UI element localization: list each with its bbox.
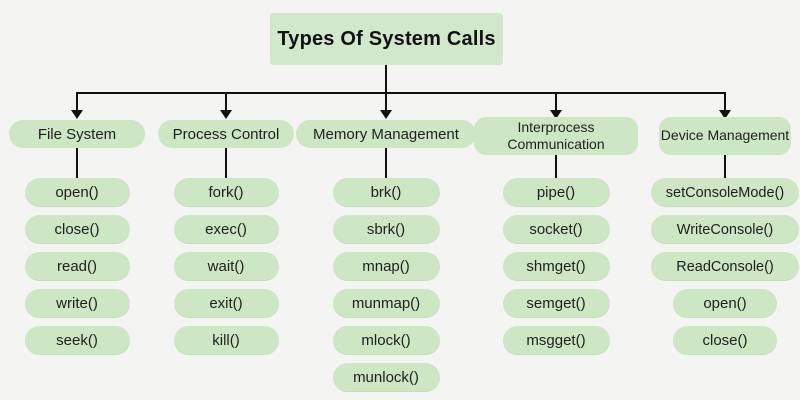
column-device-management: Device Management setConsoleMode() Write…: [645, 117, 800, 363]
syscall-pill: semget(): [502, 289, 610, 318]
category-interprocess-communication: Interprocess Communication: [474, 117, 638, 155]
column-file-system: File System open() close() read() write(…: [7, 120, 147, 363]
syscall-pill: close(): [24, 215, 130, 244]
syscall-pill: read(): [24, 252, 130, 281]
syscall-pill: exit(): [173, 289, 279, 318]
syscall-pill: write(): [24, 289, 130, 318]
syscall-pill: munlock(): [332, 363, 440, 392]
column-memory-management: Memory Management brk() sbrk() mnap() mu…: [291, 120, 481, 400]
syscall-pill: shmget(): [502, 252, 610, 281]
category-process-control: Process Control: [158, 120, 294, 148]
syscall-pill: ReadConsole(): [651, 252, 799, 281]
arrowhead-icon: [71, 110, 83, 119]
arrowhead-icon: [719, 110, 731, 119]
syscall-pill: setConsoleMode(): [651, 178, 799, 207]
syscall-pill: msgget(): [502, 326, 610, 355]
syscall-pill: WriteConsole(): [651, 215, 799, 244]
diagram-title-box: Types Of System Calls: [270, 13, 503, 65]
column-interprocess-communication: Interprocess Communication pipe() socket…: [471, 117, 641, 363]
arrowhead-icon: [220, 110, 232, 119]
syscall-pill: close(): [673, 326, 777, 355]
category-device-management: Device Management: [659, 117, 791, 155]
syscall-pill: wait(): [173, 252, 279, 281]
category-file-system: File System: [9, 120, 145, 148]
syscall-pill: mnap(): [332, 252, 440, 281]
syscall-pill: open(): [673, 289, 777, 318]
syscall-pill: kill(): [173, 326, 279, 355]
arrowhead-icon: [380, 110, 392, 119]
column-process-control: Process Control fork() exec() wait() exi…: [156, 120, 296, 363]
syscall-pill: pipe(): [502, 178, 610, 207]
syscall-pill: mlock(): [332, 326, 440, 355]
syscall-pill: seek(): [24, 326, 130, 355]
arrowhead-icon: [550, 110, 562, 119]
syscall-pill: socket(): [502, 215, 610, 244]
syscall-pill: fork(): [173, 178, 279, 207]
syscall-pill: open(): [24, 178, 130, 207]
syscall-pill: munmap(): [332, 289, 440, 318]
syscall-pill: brk(): [332, 178, 440, 207]
syscall-pill: sbrk(): [332, 215, 440, 244]
syscall-pill: exec(): [173, 215, 279, 244]
category-memory-management: Memory Management: [296, 120, 476, 148]
diagram-title: Types Of System Calls: [277, 27, 496, 50]
